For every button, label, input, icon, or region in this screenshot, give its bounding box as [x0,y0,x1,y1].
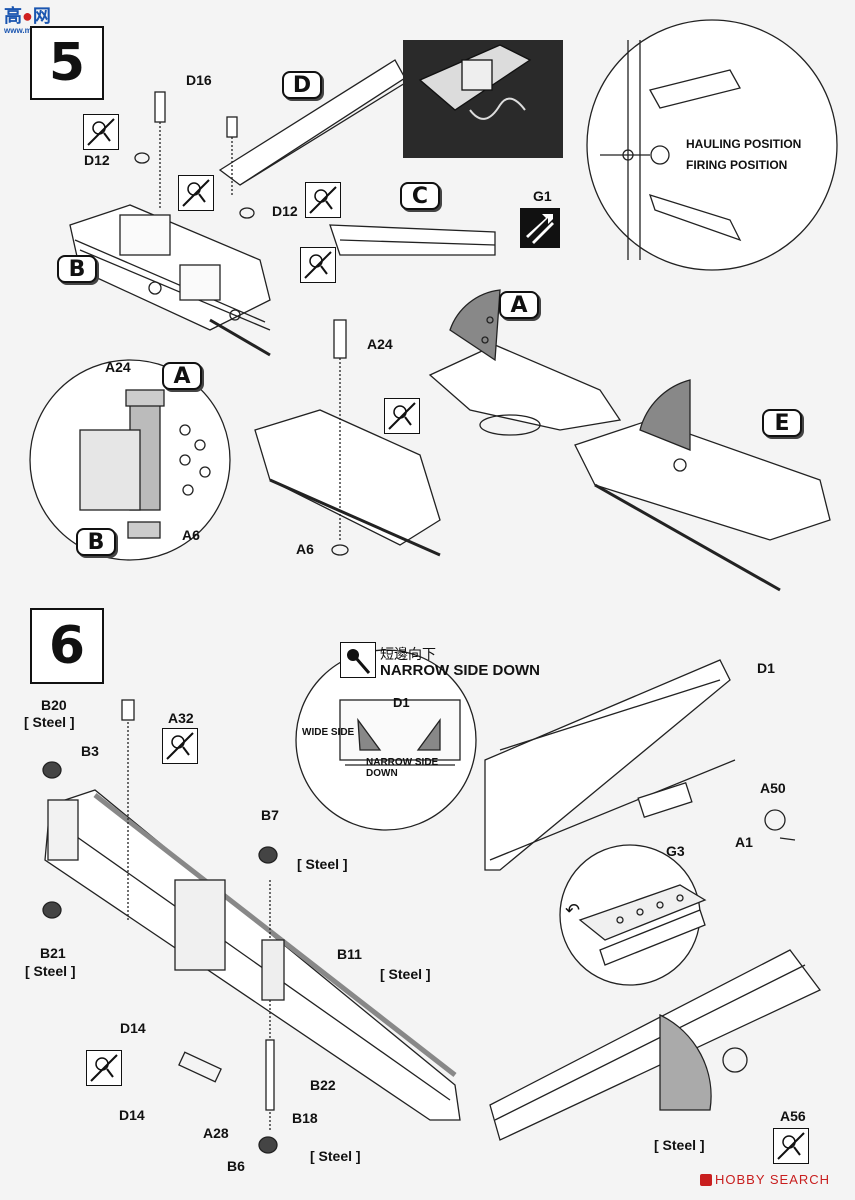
no-cement-icon [773,1128,809,1164]
badge-a-right: A [499,291,539,319]
rotate-arrow-icon: ↶ [565,900,581,920]
no-cement-icon [83,114,119,150]
step-6-number: 6 [48,616,86,676]
detail-wide-side: WIDE SIDE [302,727,355,738]
label-a32: A32 [168,710,194,726]
no-cement-icon [300,247,336,283]
detail-d1: D1 [393,695,410,710]
step-5-box: 5 [30,26,104,100]
label-b18: B18 [292,1110,318,1126]
label-a24-detail: A24 [105,359,131,375]
badge-d: D [282,71,322,99]
cement-tip-icon [340,642,376,678]
label-b6: B6 [227,1158,245,1174]
label-a24-top: A24 [367,336,393,352]
badge-b: B [57,255,97,283]
label-b7-material: [ Steel ] [297,856,348,872]
label-b3: B3 [81,743,99,759]
detail-narrow-side: NARROW SIDE DOWN [366,757,439,779]
brand-text: HOBBY SEARCH [715,1172,831,1187]
label-a50: A50 [760,780,786,796]
badge-c: C [400,182,440,210]
label-b21: B21 [40,945,66,961]
badge-a-detail: A [162,362,202,390]
label-a6-bottom: A6 [296,541,314,557]
label-b22: B22 [310,1077,336,1093]
step-6-box: 6 [30,608,104,684]
label-d14-top: D14 [120,1020,146,1036]
watermark-cn-2: 网 [32,6,51,26]
footer-brand: HOBBY SEARCH [700,1172,830,1187]
label-d16: D16 [186,72,212,88]
label-g3: G3 [666,843,685,859]
label-b6-material: [ Steel ] [310,1148,361,1164]
badge-e: E [762,409,802,437]
label-b11: B11 [337,946,362,962]
label-a1: A1 [735,834,753,850]
firing-position-label: FIRING POSITION [686,158,788,172]
globe-icon: ● [22,6,33,26]
label-a56: A56 [780,1108,806,1124]
watermark-logo: 高●网 [4,2,51,28]
label-b20-material: [ Steel ] [24,714,75,730]
no-cement-icon [305,182,341,218]
no-cement-icon [86,1050,122,1086]
no-cement-icon [384,398,420,434]
label-b11-material: [ Steel ] [380,966,431,982]
label-a6-detail: A6 [182,527,200,543]
note-en: NARROW SIDE DOWN [380,662,540,679]
label-d14-bottom: D14 [119,1107,145,1123]
label-b20: B20 [41,697,67,713]
label-b7: B7 [261,807,279,823]
label-a28: A28 [203,1125,229,1141]
note-cn: 短邊向下 [380,647,436,663]
badge-b-detail: B [76,528,116,556]
step-5-number: 5 [48,33,86,93]
label-d12-left: D12 [84,152,110,168]
no-cement-icon [178,175,214,211]
label-a56-material: [ Steel ] [654,1137,705,1153]
no-cement-icon [162,728,198,764]
label-d12-mid: D12 [272,203,298,219]
decal-icon [520,208,560,248]
label-b21-material: [ Steel ] [25,963,76,979]
brand-logo-icon [700,1173,712,1186]
hauling-position-label: HAULING POSITION [686,137,802,151]
watermark-cn-1: 高 [4,6,22,26]
label-g1: G1 [533,188,552,204]
label-d1: D1 [757,660,775,676]
